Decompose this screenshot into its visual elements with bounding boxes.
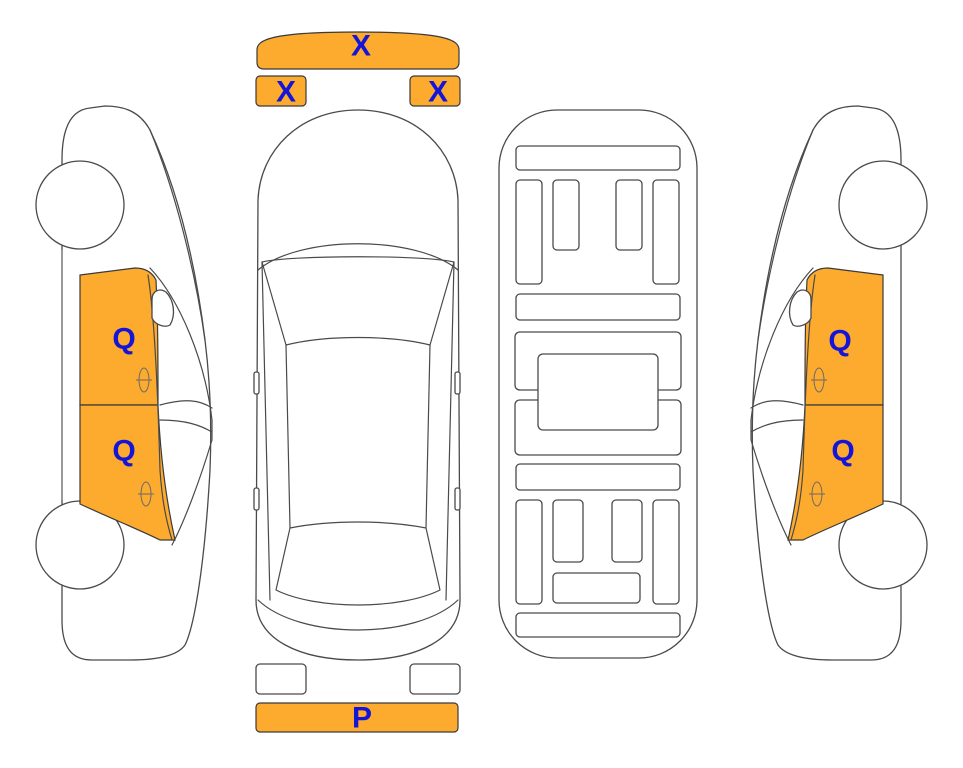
- underbody-view: [498, 109, 698, 659]
- right-headlight-code: X: [428, 76, 448, 109]
- rear-bumper-code: P: [352, 702, 372, 735]
- underbody-rear-left-inner: [552, 499, 584, 563]
- left-side-mirror: [151, 289, 175, 327]
- right-side-window: [750, 267, 814, 546]
- right-front-door-code: Q: [828, 325, 851, 358]
- top-view-left-pillar: [261, 261, 271, 601]
- top-view-rear-window: [275, 521, 441, 606]
- left-side-mirror-line: [159, 400, 213, 409]
- top-view-left-mirror: [253, 371, 260, 395]
- top-view-left-rear-marker: [253, 487, 260, 511]
- left-side-mirror-line-2: [159, 419, 213, 433]
- top-view-body: [255, 109, 461, 661]
- right-side-view: [750, 105, 928, 661]
- underbody-rear-floor-bar: [515, 463, 681, 491]
- front-bumper-code: X: [351, 30, 371, 63]
- underbody-front-left-inner: [552, 179, 580, 251]
- right-rear-door-code: Q: [831, 435, 854, 468]
- left-rear-door-panel[interactable]: [79, 404, 176, 541]
- right-side-front-wheel: [838, 160, 928, 250]
- top-view-right-pillar: [445, 261, 455, 601]
- left-rear-door-code: Q: [112, 435, 135, 468]
- left-rear-door-handle-icon: [138, 481, 154, 507]
- underbody-rear-right-inner: [611, 499, 643, 563]
- front-bumper-panel[interactable]: [256, 31, 460, 70]
- right-rear-door-panel[interactable]: [787, 404, 884, 541]
- left-side-window: [149, 267, 213, 546]
- underbody-rear-right-rail: [652, 499, 680, 605]
- underbody-front-left-rail: [515, 179, 543, 285]
- right-side-roofline: [757, 129, 814, 341]
- left-side-view: Q Q: [35, 105, 213, 661]
- top-view-right-mirror: [454, 371, 461, 395]
- left-side-front-wheel: [35, 160, 125, 250]
- top-view-right-rear-marker: [454, 487, 461, 511]
- left-headlight-code: X: [276, 76, 296, 109]
- underbody-front-floor-bar: [515, 293, 681, 321]
- underbody-front-crossmember: [515, 145, 681, 171]
- top-view-windshield: [261, 256, 455, 346]
- underbody-center-tunnel: [537, 353, 659, 431]
- underbody-front-right-rail: [652, 179, 680, 285]
- underbody-rear-tank: [552, 572, 641, 604]
- right-side-mirror: [788, 289, 812, 327]
- right-taillight-panel[interactable]: [409, 663, 461, 695]
- underbody-rear-left-rail: [515, 499, 543, 605]
- left-taillight-panel[interactable]: [255, 663, 307, 695]
- right-side-mirror-line: [750, 400, 804, 409]
- left-side-roofline: [149, 129, 206, 341]
- left-headlight-panel[interactable]: [255, 75, 307, 107]
- right-side-mirror-line-2: [750, 419, 804, 433]
- right-headlight-panel[interactable]: [409, 75, 461, 107]
- right-front-door-handle-icon: [811, 367, 827, 393]
- top-view-roof: [285, 344, 431, 529]
- rear-bumper-panel[interactable]: [255, 702, 459, 733]
- underbody-front-right-inner: [615, 179, 643, 251]
- top-view: X X X P: [253, 30, 461, 735]
- left-front-door-handle-icon: [136, 367, 152, 393]
- underbody-rear-crossmember: [515, 612, 681, 638]
- top-view-hood-line: [257, 243, 459, 271]
- top-view-trunk-line: [257, 599, 459, 631]
- right-rear-door-handle-icon: [809, 481, 825, 507]
- left-front-door-code: Q: [112, 323, 135, 356]
